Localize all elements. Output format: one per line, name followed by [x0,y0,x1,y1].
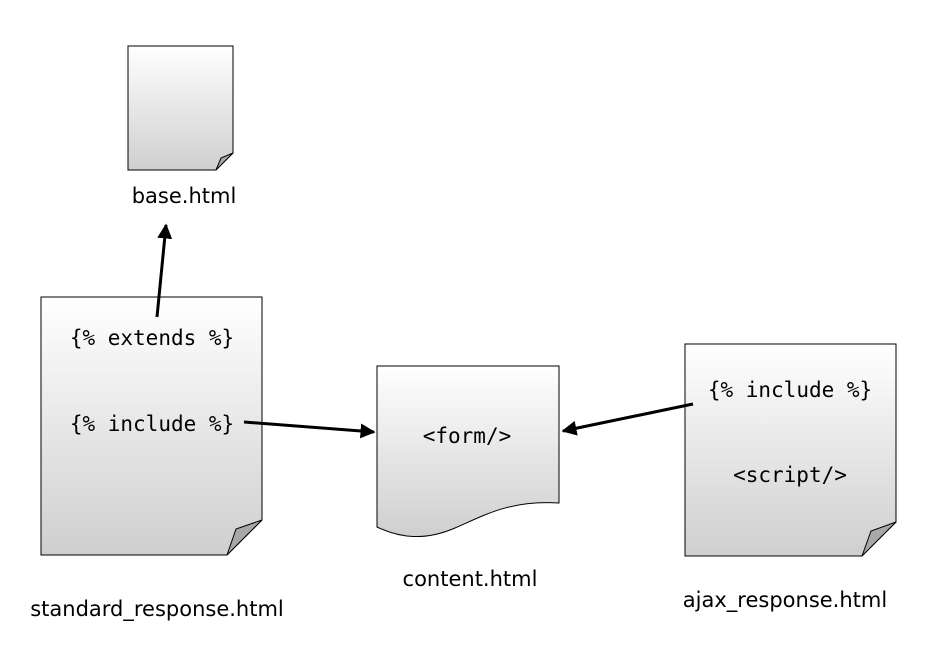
ajax-response-script-tag: <script/> [733,463,847,487]
standard-response-filename: standard_response.html [30,597,284,622]
content-filename: content.html [403,567,538,591]
standard-response-fold-icon [226,519,263,556]
base-filename: base.html [132,184,237,208]
standard-include-arrow [243,420,376,439]
ajax-response-fold-icon [861,521,897,557]
content-page-icon [376,365,560,537]
ajax-response-include-tag: {% include %} [708,378,872,402]
content-form-tag: <form/> [423,424,512,448]
base-document-fold-icon [215,152,234,171]
content-document: <form/> content.html [376,365,560,591]
ajax-include-arrow [561,402,694,436]
base-document-page-icon [127,45,234,171]
standard-response-document: {% extends %} {% include %} standard_res… [30,296,284,622]
extends-arrow [155,223,173,318]
base-document: base.html [127,45,237,208]
ajax-response-page-icon [684,343,897,557]
standard-response-extends-tag: {% extends %} [70,326,234,350]
ajax-response-filename: ajax_response.html [683,588,887,613]
standard-response-include-tag: {% include %} [70,412,234,436]
ajax-response-document: {% include %} <script/> ajax_response.ht… [683,343,897,613]
